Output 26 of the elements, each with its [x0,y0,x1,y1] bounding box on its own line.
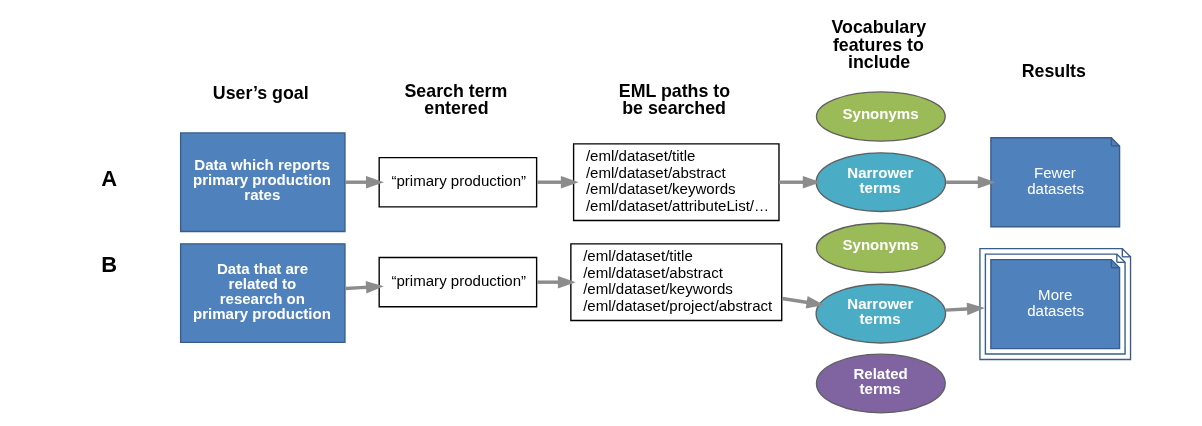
label: B [100,251,117,277]
node-ellipse: Synonyms [815,222,946,273]
node-box: /eml/dataset/title /eml/dataset/abstract /eml/dataset/keywords /eml/dataset/attributeList/… [572,142,780,221]
node-ellipse: Related terms [815,352,946,413]
arrow [945,175,996,188]
arrow [781,295,824,308]
arrow [344,280,384,294]
label: A [100,165,117,191]
node-box: Data that are related to research on primary production [179,242,346,343]
node-ellipse: Synonyms [815,90,946,142]
label: EML paths to be searched [618,79,730,118]
label: Results [1021,60,1086,81]
node-box: Data which reports primary production rates [179,131,346,232]
node-box: /eml/dataset/title /eml/dataset/abstract /eml/dataset/keywords /eml/dataset/project/abstract [569,242,782,321]
node-box: “primary production” [378,156,537,208]
label: User’s goal [212,82,309,103]
arrow [536,175,579,188]
node-ellipse: Narrower terms [814,151,946,212]
arrow [778,175,821,188]
node-ellipse: Narrower terms [814,283,946,344]
label: Vocabulary features to include [831,16,926,72]
arrow [344,175,384,188]
label: Search term entered [404,79,507,118]
arrow [945,302,985,315]
node-box: “primary production” [378,256,537,307]
arrow [536,275,576,288]
